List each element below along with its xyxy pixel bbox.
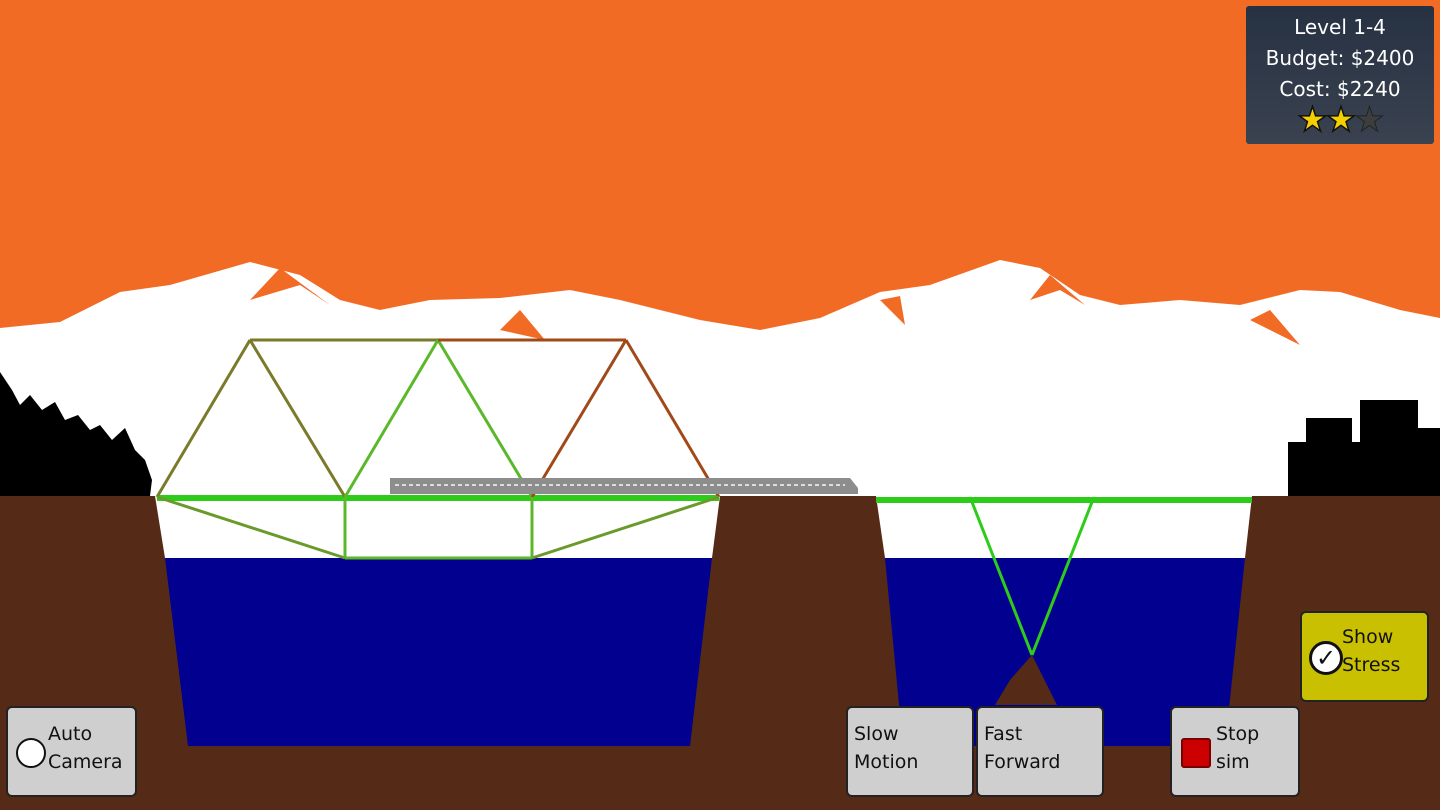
right-river bbox=[885, 558, 1245, 746]
forest-silhouette bbox=[0, 372, 152, 496]
truss-bridge-right bbox=[876, 496, 1252, 656]
truss-bridge-left bbox=[155, 338, 721, 560]
snowy-mountains bbox=[0, 260, 1440, 496]
mountain-shadow bbox=[250, 268, 1300, 345]
show-stress-label: Show Stress bbox=[1342, 626, 1401, 676]
checkbox-checked-icon: ✓ bbox=[1309, 641, 1343, 675]
stop-icon bbox=[1181, 738, 1211, 768]
left-chasm-air bbox=[155, 496, 720, 558]
star-rating: ★★★ bbox=[1246, 102, 1434, 138]
train bbox=[390, 478, 858, 494]
checkbox-unchecked-icon bbox=[16, 738, 46, 768]
stop-sim-button[interactable]: Stop sim bbox=[1170, 706, 1300, 797]
level-label: Level 1-4 bbox=[1294, 15, 1386, 39]
star-filled-icon: ★ bbox=[1325, 100, 1357, 140]
star-empty-icon: ★ bbox=[1354, 100, 1386, 140]
rock-pillar bbox=[995, 655, 1057, 705]
show-stress-toggle[interactable]: ✓ Show Stress bbox=[1300, 611, 1429, 702]
auto-camera-label: Auto Camera bbox=[48, 723, 123, 773]
fast-forward-button[interactable]: Fast Forward bbox=[976, 706, 1104, 797]
star-filled-icon: ★ bbox=[1297, 100, 1329, 140]
fast-forward-label: Fast Forward bbox=[984, 723, 1061, 773]
stop-sim-label: Stop sim bbox=[1216, 723, 1260, 773]
slow-motion-label: Slow Motion bbox=[854, 723, 919, 773]
budget-label: Budget: $2400 bbox=[1265, 46, 1415, 70]
right-chasm-air bbox=[876, 496, 1252, 558]
city-silhouette bbox=[1288, 400, 1440, 496]
level-info-panel: Level 1-4 Budget: $2400 Cost: $2240 ★★★ bbox=[1246, 6, 1434, 144]
auto-camera-toggle[interactable]: Auto Camera bbox=[6, 706, 137, 797]
slow-motion-button[interactable]: Slow Motion bbox=[846, 706, 974, 797]
cost-label: Cost: $2240 bbox=[1279, 77, 1401, 101]
left-river bbox=[165, 558, 712, 746]
